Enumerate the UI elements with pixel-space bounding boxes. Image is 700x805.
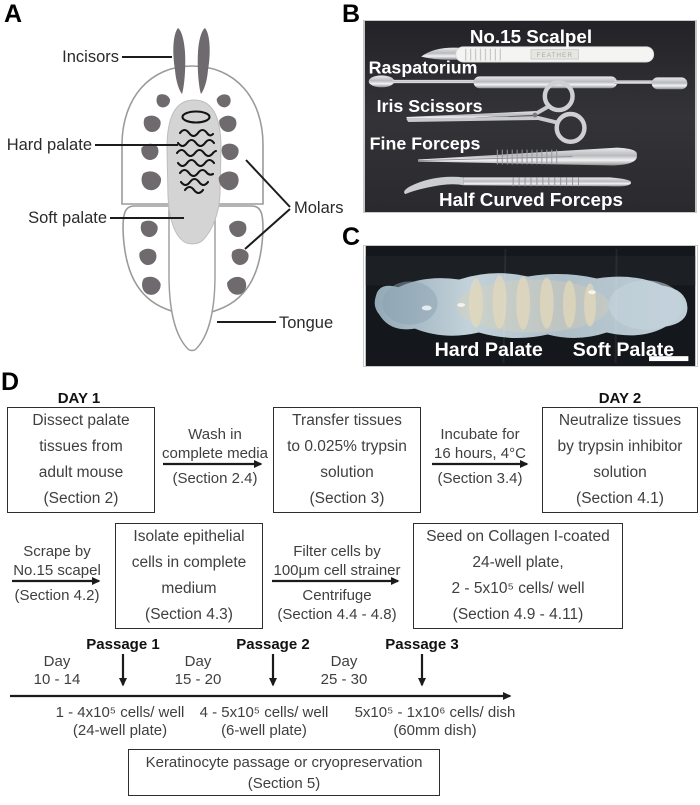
molar-teeth [139,94,249,295]
hard-palate-annotation: Hard palate [7,136,92,154]
surgical-tools-photo: FEATHER [363,20,697,213]
molars-annotation: Molars [294,199,344,217]
rugae-lines [175,110,218,195]
incubate-arrow-label: Incubate for 16 hours, 4°C [434,426,526,462]
hard-palate-photo-label: Hard Palate [435,339,543,361]
half-curved-forceps-illustration [404,176,631,195]
palate-tissue-photo: Hard Palate Soft Palate [363,245,698,367]
panel-a-label: A [4,0,23,28]
wash-arrow-section: (Section 2.4) [172,470,258,487]
keratinocyte-box: Keratinocyte passage or cryopreservation… [128,749,440,796]
panel-c-label: C [342,223,361,251]
annotation-lines [95,56,291,323]
tissue-illustration [374,248,688,364]
passage3-label: Passage 3 [385,636,459,653]
raspatorium-illustration [368,75,688,90]
flowchart-arrows [10,460,529,700]
palate-anatomy-diagram: Incisors Hard palate Soft palate Molars … [7,28,344,352]
incisor-teeth [173,28,210,94]
transfer-box: Transfer tissues to 0.025% trypsin solut… [273,407,421,513]
scrape-arrow-section: (Section 4.2) [14,587,100,604]
filter-arrow-label: Filter cells by 100μm cell strainer [273,543,401,579]
panel-d-label: D [1,368,20,396]
half-curved-forceps-label: Half Curved Forceps [439,189,623,210]
fine-forceps-illustration [418,147,637,166]
passage1-label: Passage 1 [86,636,160,653]
seed-box: Seed on Collagen I-coated 24-well plate,… [413,523,623,629]
tongue-shape [168,205,216,352]
iris-scissors-label: Iris Scissors [377,96,483,116]
dissect-box: Dissect palate tissues from adult mouse … [7,407,155,513]
tongue-annotation: Tongue [279,314,333,332]
palate-shape [166,99,222,245]
scrape-arrow-label: Scrape by No.15 scapel [13,543,101,579]
day2-header: DAY 2 [598,390,642,407]
neutralize-box: Neutralize tissues by trypsin inhibitor … [542,407,698,513]
incisors-annotation: Incisors [62,48,119,66]
scalpel-illustration: FEATHER [421,46,655,63]
filter-arrow-section: Centrifuge (Section 4.4 - 4.8) [277,587,397,623]
cells-passage3: 5x10⁵ - 1x10⁶ cells/ dish (60mm dish) [354,704,516,739]
cells-passage2: 4 - 5x10⁵ cells/ well (6-well plate) [199,704,329,739]
day-range-1: Day 10 - 14 [33,653,81,688]
cells-passage1: 1 - 4x10⁵ cells/ well (24-well plate) [55,704,185,739]
day-range-3: Day 25 - 30 [320,653,368,688]
soft-palate-photo-label: Soft Palate [573,339,675,361]
day-range-2: Day 15 - 20 [174,653,222,688]
isolate-box: Isolate epithelial cells in complete med… [115,523,263,629]
wash-arrow-label: Wash in complete media [162,426,268,462]
scalpel-label: No.15 Scalpel [470,26,592,47]
day1-header: DAY 1 [57,390,101,407]
protocol-flowchart: DAY 1 DAY 2 Dissect palate tissues from … [0,370,700,805]
incubate-arrow-section: (Section 3.4) [437,470,523,487]
panel-b-label: B [342,0,361,28]
scale-bar [649,356,689,362]
raspatorium-label: Raspatorium [369,57,478,77]
passage2-label: Passage 2 [236,636,310,653]
soft-palate-annotation: Soft palate [28,209,107,227]
fine-forceps-label: Fine Forceps [370,134,481,154]
iris-scissors-illustration [406,80,587,144]
scalpel-brand-text: FEATHER [537,52,573,59]
